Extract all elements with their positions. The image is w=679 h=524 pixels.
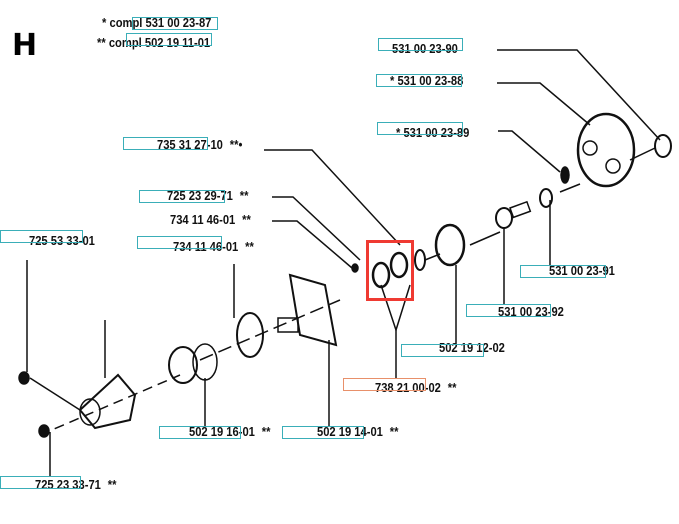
part-label: 531 00 23-91	[549, 264, 622, 278]
part-hotspot[interactable]	[159, 426, 241, 439]
part-label: 531 00 23-92	[498, 305, 571, 319]
part-hotspot[interactable]	[401, 344, 484, 357]
part-label: 738 21 00-02 **	[375, 381, 456, 395]
part-number: 531 00 23-92	[498, 304, 564, 319]
part-label: 725 53 33-01	[29, 234, 102, 248]
part-hotspot[interactable]	[378, 38, 463, 51]
part-hotspot[interactable]	[466, 304, 551, 317]
part-label: * 531 00 23-89	[396, 126, 476, 140]
note-star: * compl 531 00 23-87	[102, 16, 211, 30]
part-number: 735 31 27-10	[157, 137, 223, 152]
note-mark: **	[97, 35, 106, 50]
part-label: 531 00 23-90	[392, 42, 465, 56]
part-suffix: **•	[229, 137, 243, 152]
part-label: 725 23 29-71 **	[167, 189, 248, 203]
part-hotspot[interactable]	[139, 190, 225, 203]
part-number: 531 00 23-90	[392, 41, 458, 56]
part-suffix: **	[447, 380, 457, 395]
leader-lines	[26, 49, 661, 477]
section-letter: H	[12, 28, 38, 63]
part-suffix: **	[242, 212, 251, 227]
part-hotspot[interactable]	[377, 122, 463, 135]
highlight-box	[366, 240, 414, 301]
part-number: 738 21 00-02	[375, 380, 441, 395]
part-number: 531 00 23-91	[549, 263, 615, 278]
part-suffix: **	[389, 424, 399, 439]
part-number: * 531 00 23-88	[390, 73, 464, 88]
part-hotspot[interactable]	[282, 426, 364, 439]
part-label: 734 11 46-01 **	[170, 213, 251, 227]
part-suffix: **	[107, 477, 117, 492]
note-mark: *	[102, 15, 107, 30]
part-suffix: **	[239, 188, 249, 203]
note-double-star: ** compl 502 19 11-01	[97, 36, 210, 50]
part-hotspot[interactable]	[123, 137, 208, 150]
hotspot-compl-531-00-23-87[interactable]	[132, 17, 218, 30]
note-text: compl 531 00 23-87	[109, 15, 212, 30]
hotspot-compl-502-19-11-01[interactable]	[126, 33, 212, 46]
part-number: 725 53 33-01	[29, 233, 95, 248]
part-label: 502 19 14-01 **	[317, 425, 398, 439]
part-label: * 531 00 23-88	[390, 74, 470, 88]
parts-shapes	[18, 112, 672, 438]
part-hotspot[interactable]	[376, 74, 462, 87]
part-hotspot[interactable]	[137, 236, 222, 249]
part-hotspot[interactable]	[0, 476, 81, 489]
part-label: 502 19 16-01 **	[189, 425, 270, 439]
part-hotspot[interactable]	[520, 265, 606, 278]
part-suffix: **	[245, 239, 254, 254]
part-hotspot[interactable]	[0, 230, 83, 243]
part-number: * 531 00 23-89	[396, 125, 470, 140]
part-number: 502 19 14-01	[317, 424, 383, 439]
part-hotspot[interactable]	[343, 378, 426, 391]
part-suffix: **	[261, 424, 271, 439]
part-number: 725 23 29-71	[167, 188, 233, 203]
note-text: compl 502 19 11-01	[108, 35, 211, 50]
part-number: 502 19 16-01	[189, 424, 255, 439]
part-number: 734 11 46-01	[170, 212, 236, 227]
part-label: 735 31 27-10 **•	[157, 138, 242, 152]
